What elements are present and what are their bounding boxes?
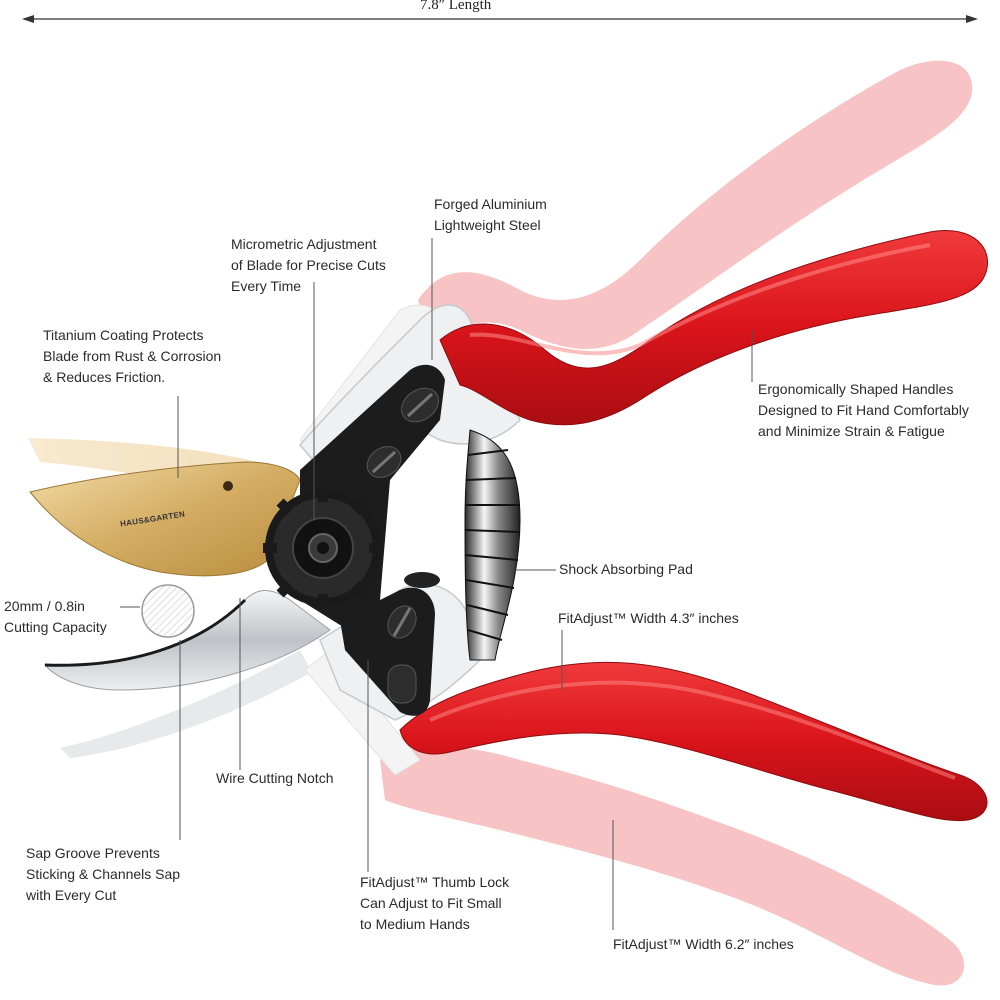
callout-sap-groove: Sap Groove Prevents Sticking & Channels … xyxy=(26,845,181,903)
lower-handle[interactable] xyxy=(399,661,988,822)
cutting-capacity-circle xyxy=(141,584,195,638)
length-label: 7.8″ Length xyxy=(420,0,492,13)
callout-shock-absorbing-pad: Shock Absorbing Pad xyxy=(559,561,693,577)
screws xyxy=(366,387,440,704)
micrometric-gear xyxy=(263,488,383,608)
callout-cutting-capacity: 20mm / 0.8in Cutting Capacity xyxy=(4,598,107,635)
callout-wire-cutting-notch: Wire Cutting Notch xyxy=(216,770,334,786)
callout-titanium-coating: Titanium Coating Protects Blade from Rus… xyxy=(43,327,222,385)
callout-thumb-lock: FitAdjust™ Thumb Lock Can Adjust to Fit … xyxy=(360,874,510,932)
ghost-lower-handle xyxy=(380,746,965,986)
callout-forged-aluminium: Forged Aluminium Lightweight Steel xyxy=(434,196,547,233)
ghost-lower-blade xyxy=(60,650,312,758)
upper-handle[interactable] xyxy=(439,230,989,426)
callout-ergonomic-handles: Ergonomically Shaped Handles Designed to… xyxy=(758,381,969,439)
length-dimension-arrow xyxy=(22,15,978,23)
spring-coil xyxy=(464,429,521,661)
ghost-upper-handle xyxy=(418,60,973,349)
callout-fitadjust-width-43: FitAdjust™ Width 4.3″ inches xyxy=(558,610,739,626)
callout-fitadjust-width-62: FitAdjust™ Width 6.2″ inches xyxy=(613,936,794,952)
callout-micrometric-adjustment: Micrometric Adjustment of Blade for Prec… xyxy=(231,236,386,294)
leader-lines xyxy=(120,238,753,930)
